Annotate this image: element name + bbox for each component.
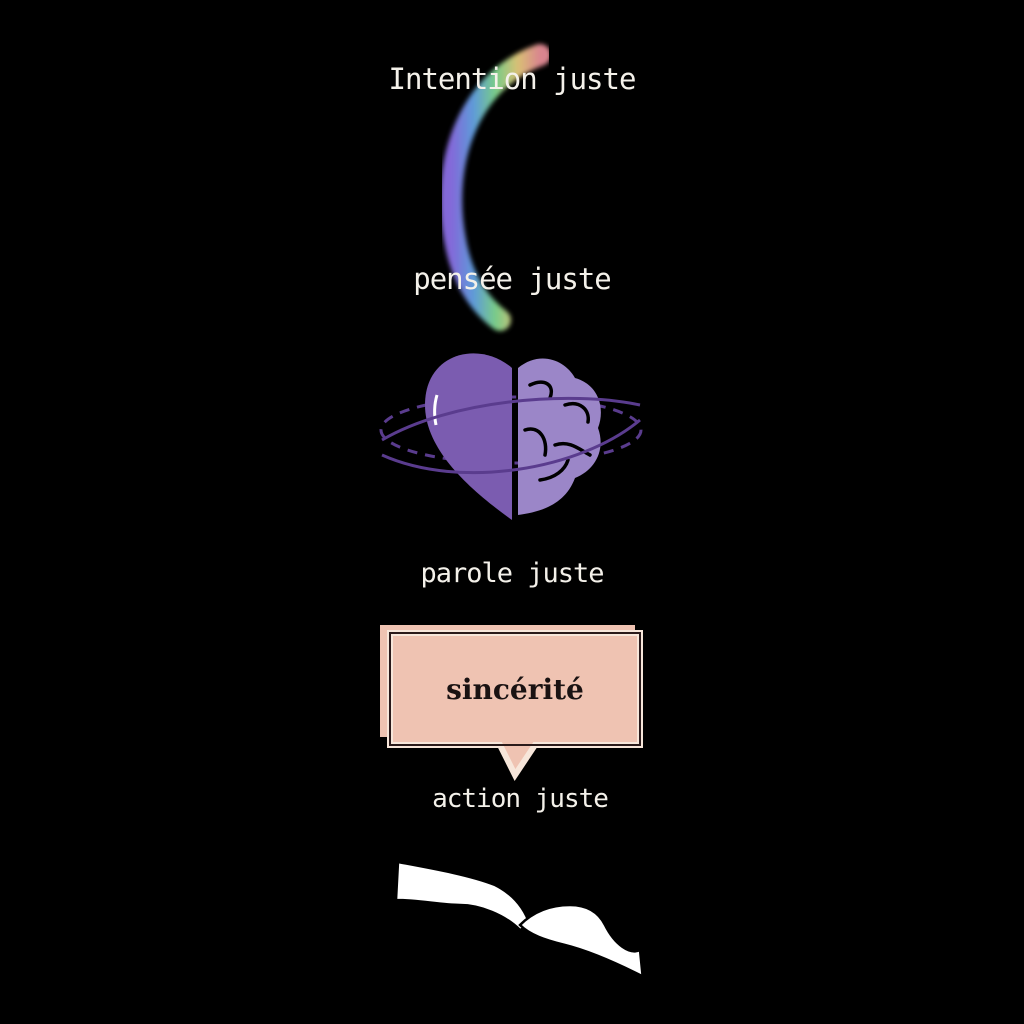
step-label-intention: Intention juste (388, 62, 637, 96)
rainbow-arc-icon (440, 44, 551, 331)
heart-brain-icon (379, 353, 643, 520)
step-label-action: action juste (432, 784, 609, 814)
speech-bubble-icon (380, 625, 643, 781)
touching-hands-icon (394, 860, 647, 1001)
step-label-parole: parole juste (420, 558, 604, 589)
step-label-pensee: pensée juste (413, 262, 612, 296)
bubble-text: sincérité (446, 673, 584, 706)
